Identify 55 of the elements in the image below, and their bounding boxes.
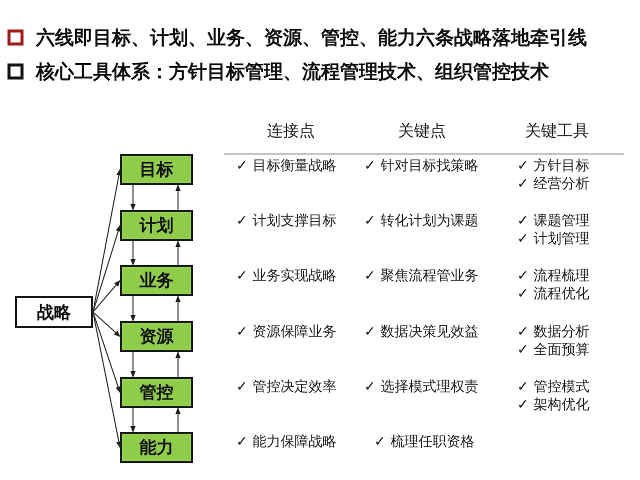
table-cell: ✓ 计划管理 <box>517 230 590 248</box>
node-label: 计划 <box>140 215 174 237</box>
node-label: 能力 <box>140 437 174 459</box>
table-cell: ✓ 数据决策见效益 <box>364 323 478 341</box>
arrow <box>175 240 181 265</box>
arrow <box>130 352 136 378</box>
table-cell: ✓ 目标衡量战略 <box>236 157 336 175</box>
arrow <box>92 312 120 337</box>
node-label: 资源 <box>140 326 174 348</box>
process-box <box>120 321 193 352</box>
arrow <box>130 185 136 211</box>
arrow <box>175 295 181 321</box>
table-cell: ✓ 课题管理 <box>517 212 590 230</box>
arrow <box>92 224 121 312</box>
node-label: 业务 <box>140 270 174 292</box>
table-cell: ✓ 数据分析 <box>517 323 590 341</box>
process-box <box>120 154 193 185</box>
arrow <box>92 312 121 394</box>
process-box <box>120 265 193 296</box>
table-cell: ✓ 资源保障业务 <box>236 323 336 341</box>
column-header: 连接点 <box>267 121 315 142</box>
table-cell: ✓ 选择模式理权责 <box>364 378 478 396</box>
table-cell: ✓ 聚焦流程管业务 <box>364 267 478 285</box>
arrow <box>130 408 136 433</box>
table-cell: ✓ 流程梳理 <box>517 267 590 285</box>
process-box <box>120 377 193 408</box>
table-cell: ✓ 管控决定效率 <box>236 378 336 396</box>
node-label: 目标 <box>140 159 174 181</box>
heading-line: 六线即目标、计划、业务、资源、管控、能力六条战略落地牵引线 <box>36 26 587 51</box>
table-cell: ✓ 架构优化 <box>517 396 590 414</box>
table-cell: ✓ 方针目标 <box>517 157 590 175</box>
table-cell: ✓ 全面预算 <box>517 341 590 359</box>
table-cell: ✓ 转化计划为课题 <box>364 212 478 230</box>
arrow <box>175 351 181 377</box>
table-cell: ✓ 经营分析 <box>517 175 590 193</box>
arrow <box>175 184 181 210</box>
table-cell: ✓ 管控模式 <box>517 378 590 396</box>
arrow <box>130 241 136 266</box>
node-label: 战略 <box>37 302 71 324</box>
table-cell: ✓ 梳理任职资格 <box>374 433 474 451</box>
heading-line: 核心工具体系：方针目标管理、流程管理技术、组织管控技术 <box>36 60 549 85</box>
strategy-box <box>15 296 93 328</box>
arrow <box>130 296 136 322</box>
table-cell: ✓ 计划支撑目标 <box>236 212 336 230</box>
arrow <box>175 407 181 432</box>
table-cell: ✓ 针对目标找策略 <box>364 157 478 175</box>
process-box <box>120 210 193 241</box>
table-cell: ✓ 能力保障战略 <box>236 433 336 451</box>
node-label: 管控 <box>140 382 174 404</box>
table-cell: ✓ 业务实现战略 <box>236 267 336 285</box>
column-header: 关键工具 <box>525 121 589 142</box>
column-header: 关键点 <box>398 121 446 142</box>
arrow <box>92 280 120 312</box>
table-cell: ✓ 流程优化 <box>517 285 590 303</box>
process-box <box>120 432 193 463</box>
